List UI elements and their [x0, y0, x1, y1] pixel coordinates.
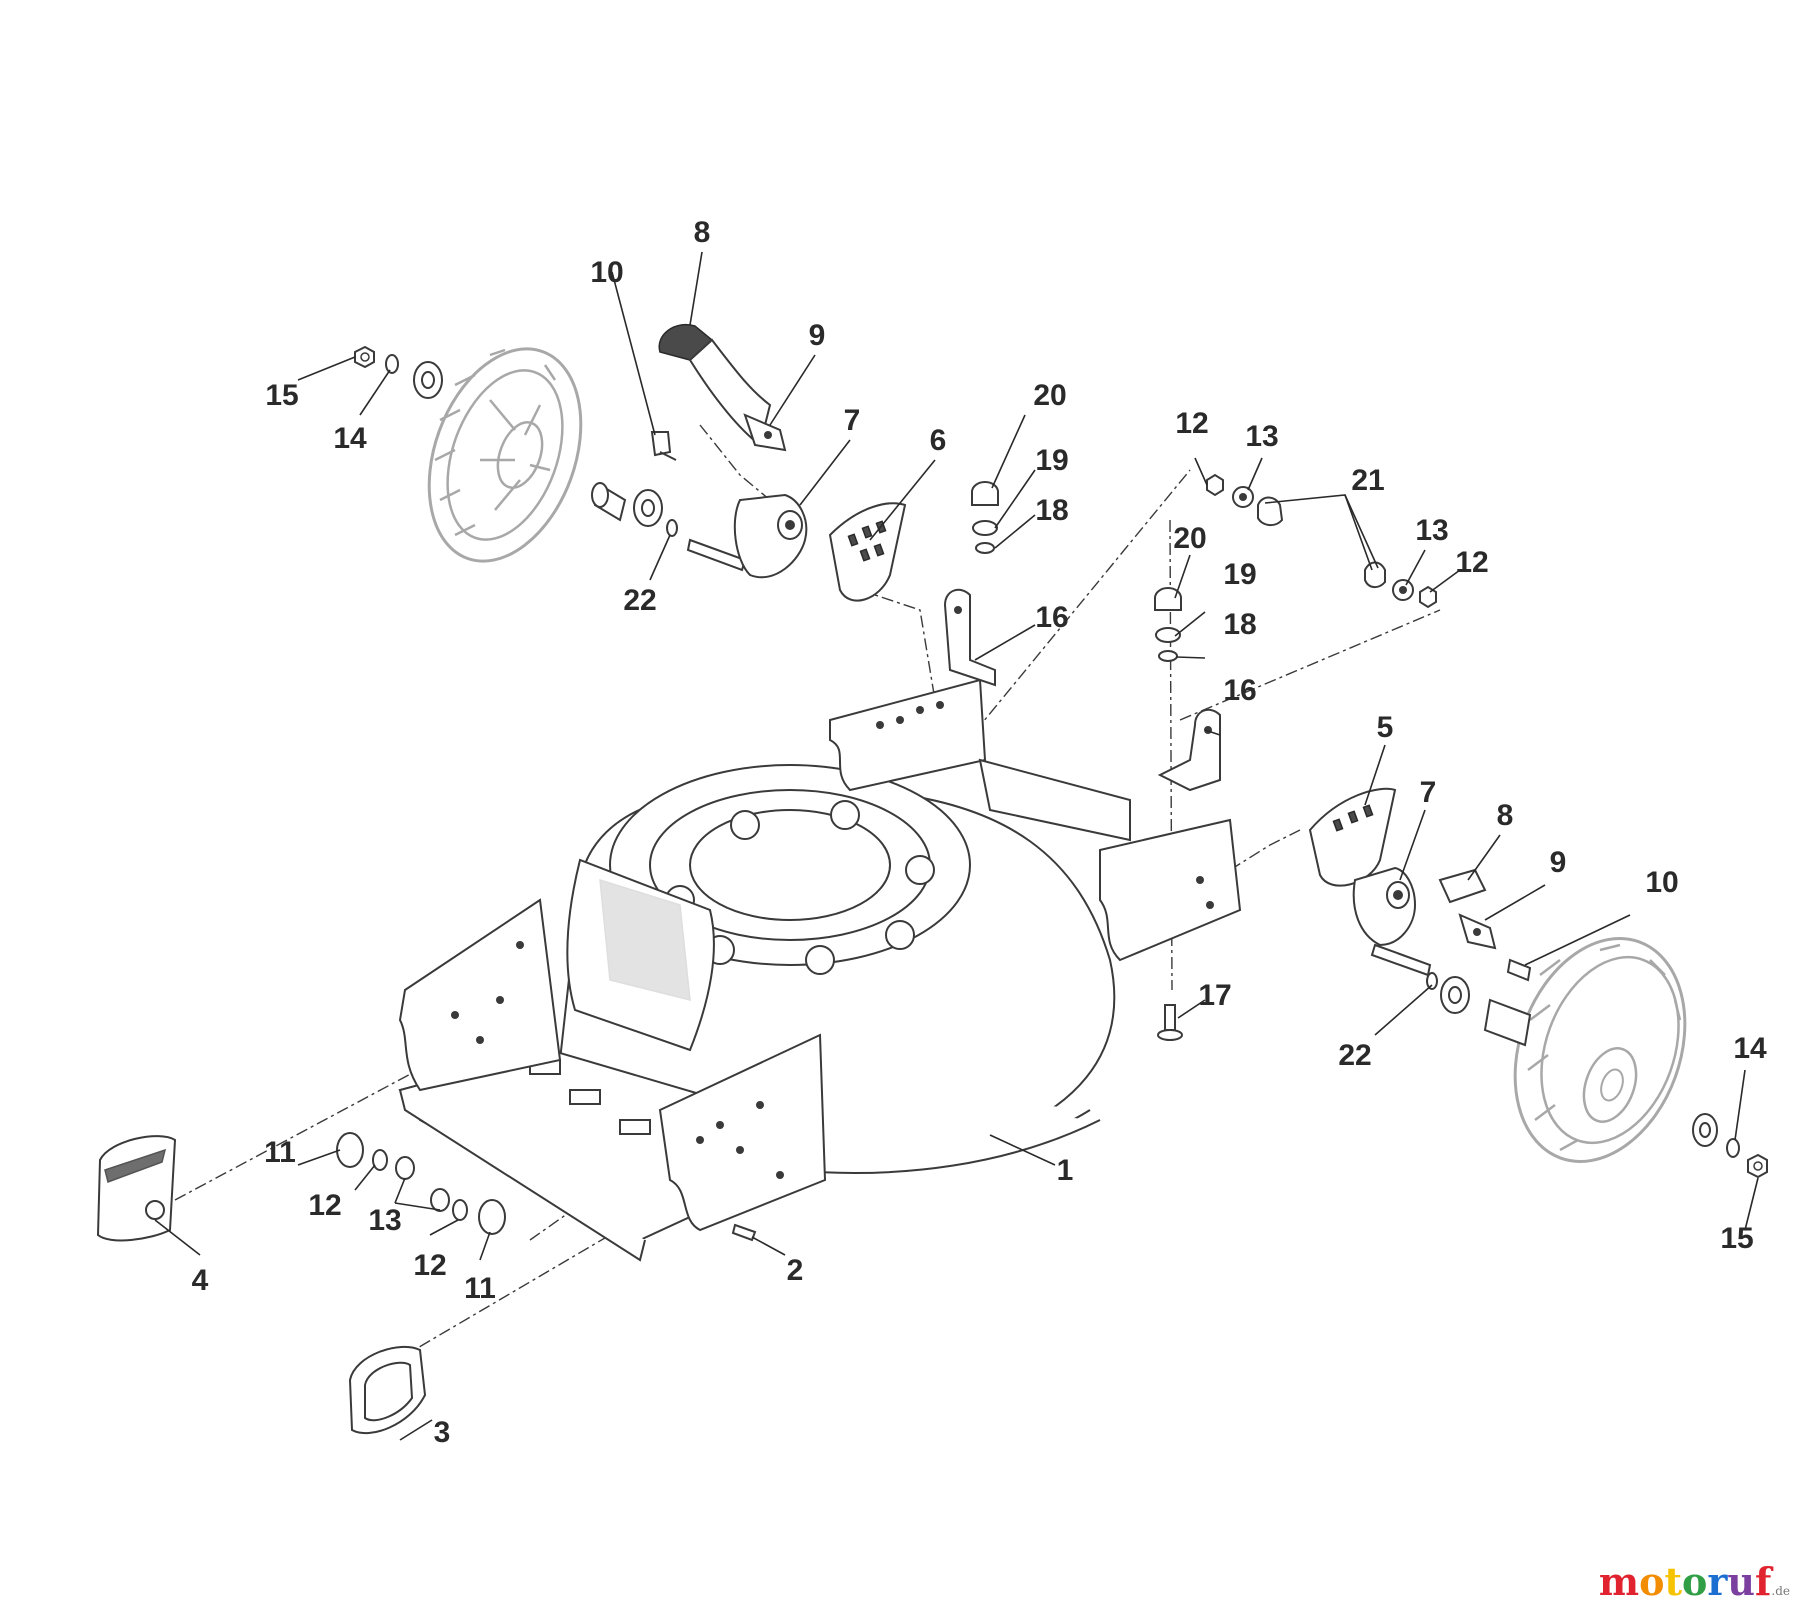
callout-16b: 16 — [1223, 674, 1256, 707]
callout-12a: 12 — [1175, 407, 1208, 440]
callout-12d: 12 — [413, 1249, 446, 1282]
callout-3: 3 — [434, 1416, 451, 1449]
watermark-text: motoruf — [1598, 1559, 1772, 1604]
watermark-suffix: .de — [1771, 1584, 1790, 1598]
callout-7a: 7 — [844, 404, 861, 437]
callout-15b: 15 — [1720, 1222, 1753, 1255]
callout-10b: 10 — [1645, 866, 1678, 899]
callout-18b: 18 — [1223, 608, 1256, 641]
callout-22b: 22 — [1338, 1039, 1371, 1072]
callout-1: 1 — [1057, 1154, 1074, 1187]
callout-4: 4 — [192, 1264, 209, 1297]
callout-19b: 19 — [1223, 558, 1256, 591]
callout-21: 21 — [1351, 464, 1384, 497]
callout-5: 5 — [1377, 711, 1394, 744]
callout-7b: 7 — [1420, 776, 1437, 809]
rear-wheel-right — [1513, 937, 1687, 1163]
callout-14a: 14 — [333, 422, 367, 455]
mower-deck — [398, 678, 1242, 1262]
callout-16a: 16 — [1035, 601, 1068, 634]
front-hardware — [96, 1132, 757, 1435]
callout-22a: 22 — [623, 584, 656, 617]
callout-12c: 12 — [308, 1189, 341, 1222]
rear-wheel-left — [427, 347, 583, 563]
callout-10a: 10 — [590, 256, 623, 289]
callout-6: 6 — [930, 424, 947, 457]
center-hardware — [943, 473, 1437, 1041]
callout-11a: 11 — [264, 1136, 296, 1169]
callout-labels: 1 2 3 4 5 6 7 7 8 8 9 9 10 10 11 11 12 1… — [192, 216, 1767, 1449]
left-hardware — [354, 323, 907, 602]
callout-18a: 18 — [1035, 494, 1068, 527]
callout-13a: 13 — [1245, 420, 1278, 453]
callout-8a: 8 — [694, 216, 711, 249]
callout-9a: 9 — [809, 319, 826, 352]
motoruf-watermark: motoruf.de — [1599, 1559, 1790, 1604]
callout-17: 17 — [1198, 979, 1231, 1012]
callout-13c: 13 — [368, 1204, 401, 1237]
callout-12b: 12 — [1455, 546, 1488, 579]
callout-20a: 20 — [1033, 379, 1066, 412]
callout-13b: 13 — [1415, 514, 1448, 547]
leader-lines — [154, 251, 1759, 1441]
callout-8b: 8 — [1497, 799, 1514, 832]
callout-2: 2 — [787, 1254, 804, 1287]
callout-20b: 20 — [1173, 522, 1206, 555]
right-hardware — [1308, 787, 1768, 1179]
callout-14b: 14 — [1733, 1032, 1767, 1065]
callout-11b: 11 — [464, 1272, 496, 1305]
callout-19a: 19 — [1035, 444, 1068, 477]
callout-9b: 9 — [1550, 846, 1567, 879]
callout-15a: 15 — [265, 379, 298, 412]
